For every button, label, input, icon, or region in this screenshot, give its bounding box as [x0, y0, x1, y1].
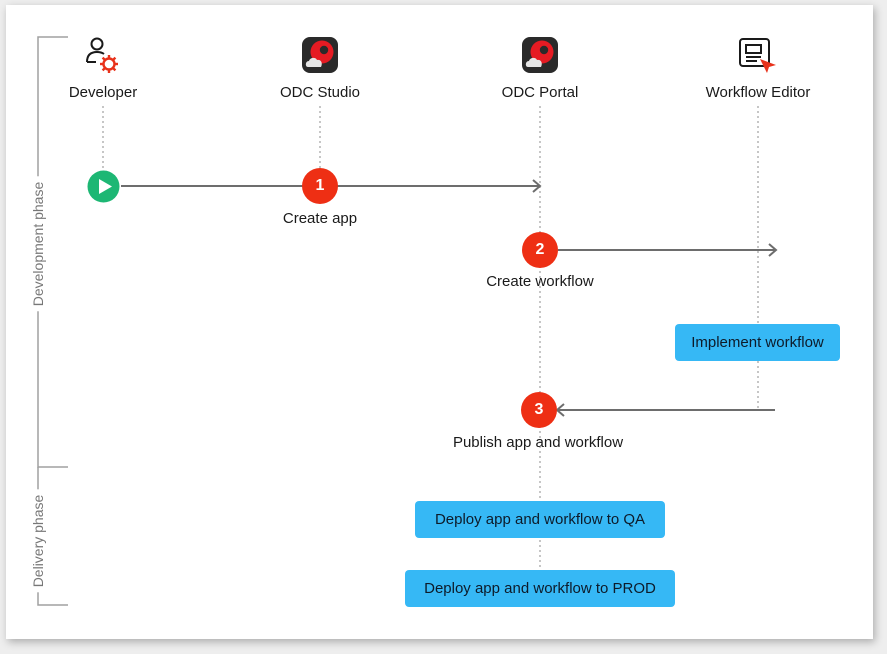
actor-odc-portal-label: ODC Portal — [501, 84, 579, 101]
developer-gear-icon — [86, 37, 118, 73]
odc-portal-logo-icon — [522, 37, 558, 73]
development-phase-label: Development phase — [30, 176, 46, 312]
step-1-badge: 1 — [302, 168, 338, 204]
delivery-phase-label: Delivery phase — [30, 489, 46, 593]
arrow-create-app-head — [532, 179, 542, 193]
odc-studio-logo-icon — [302, 37, 338, 73]
actor-developer-label: Developer — [68, 84, 138, 101]
start-play-icon — [87, 170, 120, 203]
actor-workflow-editor-label: Workflow Editor — [705, 84, 811, 101]
deploy-prod-note: Deploy app and workflow to PROD — [405, 570, 675, 607]
actor-odc-studio-label: ODC Studio — [279, 84, 361, 101]
arrow-publish-head — [555, 403, 565, 417]
workflow-editor-icon — [739, 38, 776, 73]
step-1-label: Create app — [282, 210, 358, 227]
deploy-qa-note: Deploy app and workflow to QA — [415, 501, 665, 538]
step-3-badge: 3 — [521, 392, 557, 428]
arrow-create-workflow-head — [768, 243, 778, 257]
step-2-label: Create workflow — [486, 273, 594, 290]
step-2-badge: 2 — [522, 232, 558, 268]
implement-workflow-note: Implement workflow — [675, 324, 840, 361]
step-3-label: Publish app and workflow — [452, 434, 624, 451]
